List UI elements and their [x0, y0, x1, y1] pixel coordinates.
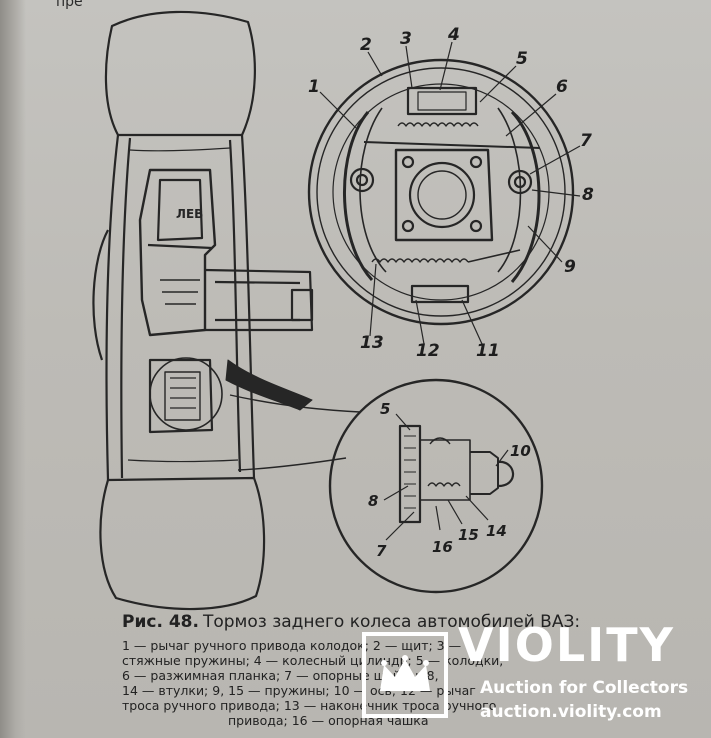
callout-3: 3: [400, 29, 412, 49]
caption-figure-number: Рис. 48.: [122, 612, 199, 632]
detail-inset: [328, 378, 544, 594]
inset-callout-10: 10: [510, 442, 531, 460]
watermark-logo-box: [362, 632, 448, 718]
watermark-url: auction.violity.com: [480, 702, 662, 722]
caption-title: Рис. 48.Тормоз заднего колеса автомобиле…: [122, 612, 582, 632]
callout-7: 7: [580, 131, 592, 151]
inset-callout-15: 15: [458, 526, 479, 544]
inset-callout-7: 7: [376, 542, 387, 560]
callout-12: 12: [416, 341, 440, 361]
page-crease-shadow: [0, 0, 26, 738]
callout-2: 2: [360, 35, 372, 55]
callout-11: 11: [476, 341, 500, 361]
callout-4: 4: [447, 25, 460, 45]
watermark-tagline: Auction for Collectors: [480, 678, 689, 698]
figure-caption: Рис. 48.Тормоз заднего колеса автомобиле…: [122, 612, 582, 728]
inset-callout-5: 5: [380, 400, 390, 418]
caption-line: троса ручного привода; 13 — наконечник т…: [122, 698, 497, 713]
caption-line: стяжные пружины; 4 — колесный цилиндр; 5…: [122, 653, 504, 668]
caption-title-text: Тормоз заднего колеса автомобилей ВАЗ:: [202, 612, 581, 632]
callout-1: 1: [308, 77, 320, 97]
brake-shield-front-view: [307, 41, 581, 345]
callouts-inset: 5 10 8 14 15 16 7: [368, 400, 531, 560]
wheel-cross-section: ЛЕВ: [92, 10, 361, 611]
inset-callout-8: 8: [368, 492, 378, 510]
cut-label: ЛЕВ: [176, 207, 203, 221]
inset-callout-14: 14: [486, 522, 507, 540]
watermark-brand: VIOLITY: [458, 618, 675, 672]
callout-6: 6: [556, 77, 568, 97]
callouts-main: 1 2 3 4 5 6 7 8 9 11 12 13: [308, 25, 594, 361]
caption-line: 1 — рычаг ручного привода колодок; 2 — щ…: [122, 638, 462, 653]
crown-icon: [380, 655, 430, 691]
top-text-fragment: пре: [56, 0, 83, 10]
callout-8: 8: [582, 185, 594, 205]
callout-5: 5: [516, 49, 528, 69]
inset-callout-16: 16: [432, 538, 453, 556]
callout-13: 13: [360, 333, 384, 353]
caption-line: 6 — разжимная планка; 7 — опорные шайбы;…: [122, 668, 439, 683]
callout-9: 9: [564, 257, 576, 277]
